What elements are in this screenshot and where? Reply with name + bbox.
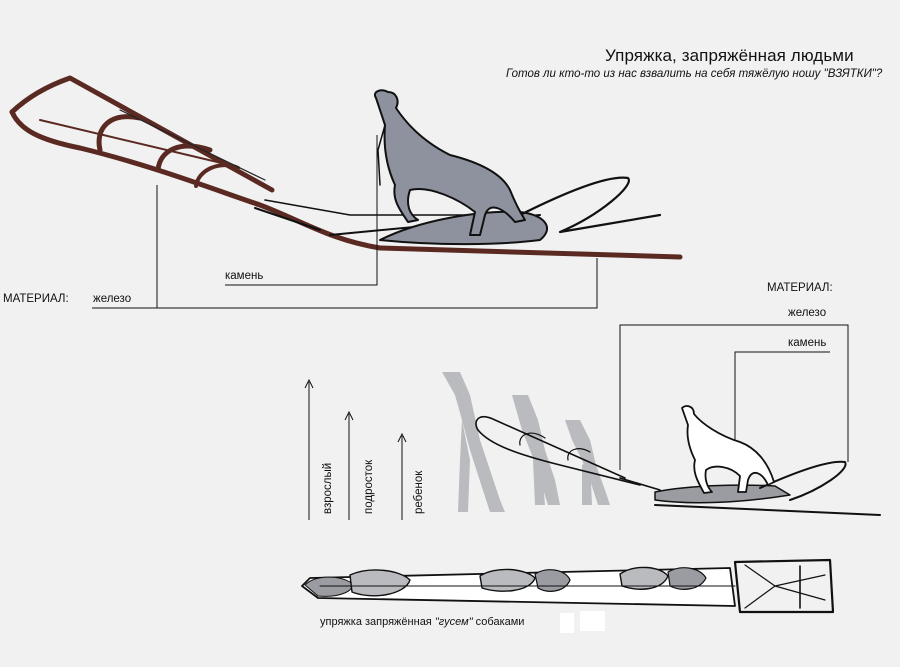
white-patch-right xyxy=(580,611,605,631)
height-arrows xyxy=(304,378,407,520)
bottom-caption: упряжка запряжённая "гусем" собаками xyxy=(320,616,524,628)
top-view-sled xyxy=(301,558,835,614)
mid-iron-label: железо xyxy=(788,307,827,319)
height-adult-label: взрослый xyxy=(322,462,334,514)
mid-stone-label: камень xyxy=(788,337,827,349)
caption-text-before: упряжка запряжённая xyxy=(320,616,435,628)
page-title: Упряжка, запряжённая людьми xyxy=(605,46,854,65)
mid-callout-lines xyxy=(619,324,849,470)
white-patch-left xyxy=(560,613,574,633)
mid-sled-drawing xyxy=(442,372,881,516)
mid-material-label: МАТЕРИАЛ: xyxy=(767,282,833,294)
caption-emphasis: "гусем" xyxy=(434,616,473,628)
top-sled-drawing xyxy=(9,75,683,260)
page-subtitle: Готов ли кто-то из нас взвалить на себя … xyxy=(506,68,883,80)
top-material-label: МАТЕРИАЛ: xyxy=(3,293,69,305)
top-callout-lines xyxy=(92,135,598,309)
height-teen-label: подросток xyxy=(363,459,375,514)
height-child-label: ребенок xyxy=(413,470,425,514)
caption-text-after: собаками xyxy=(472,616,525,628)
top-iron-label: железо xyxy=(93,293,132,305)
top-stone-label: камень xyxy=(225,270,264,282)
